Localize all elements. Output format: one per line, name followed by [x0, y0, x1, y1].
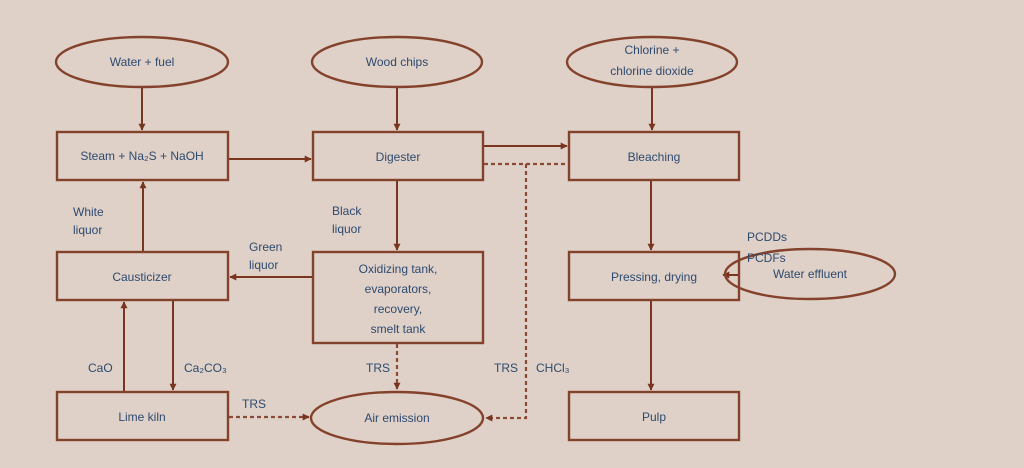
label-white-liquor-1: White [73, 205, 104, 219]
edges [120, 88, 740, 391]
label-green-liquor-2: liquor [249, 258, 278, 272]
node-oxidizing-label-2: evaporators, [365, 282, 432, 296]
node-water-fuel-label: Water + fuel [110, 55, 175, 69]
node-oxidizing-label-3: recovery, [374, 302, 422, 316]
node-pulp-label: Pulp [642, 410, 666, 424]
node-chlorine: Chlorine + chlorine dioxide [565, 35, 739, 89]
node-digester: Digester [311, 130, 485, 182]
edge-bleach-to-air-emission [485, 164, 528, 422]
node-lime-kiln: Lime kiln [55, 390, 230, 442]
label-trs-lime-kiln: TRS [242, 397, 266, 411]
node-causticizer-label: Causticizer [112, 270, 171, 284]
node-bleaching-label: Bleaching [628, 150, 681, 164]
node-water-fuel: Water + fuel [54, 35, 230, 89]
label-cao: CaO [88, 361, 113, 375]
label-trs-oxidizing: TRS [366, 361, 390, 375]
node-causticizer: Causticizer [55, 250, 230, 302]
label-trs-digester: TRS [494, 361, 518, 375]
node-pressing-label: Pressing, drying [611, 270, 697, 284]
label-pcdfs: PCDFs [747, 251, 786, 265]
label-black-liquor-1: Black [332, 204, 362, 218]
edge-labels: Black liquor Green liquor White liquor C… [73, 204, 787, 411]
node-air-emission: Air emission [309, 390, 485, 446]
dashed-edges [229, 162, 568, 422]
node-chlorine-label-2: chlorine dioxide [610, 64, 694, 78]
label-pcdds: PCDDs [747, 230, 787, 244]
label-chcl3: CHCl₃ [536, 361, 570, 375]
label-ca2co3: Ca₂CO₃ [184, 361, 227, 375]
node-wood-chips-label: Wood chips [366, 55, 428, 69]
node-wood-chips: Wood chips [310, 35, 484, 89]
node-chlorine-label-1: Chlorine + [624, 43, 679, 57]
node-steam-label: Steam + Na₂S + NaOH [80, 149, 203, 163]
node-bleaching: Bleaching [567, 130, 741, 182]
node-digester-label: Digester [376, 150, 421, 164]
label-black-liquor-2: liquor [332, 222, 361, 236]
node-oxidizing: Oxidizing tank, evaporators, recovery, s… [311, 250, 485, 345]
node-oxidizing-label-4: smelt tank [371, 322, 427, 336]
node-oxidizing-label-1: Oxidizing tank, [359, 262, 438, 276]
node-water-effluent-label: Water effluent [773, 267, 848, 281]
node-air-emission-label: Air emission [364, 411, 429, 425]
label-green-liquor-1: Green [249, 240, 282, 254]
node-pulp: Pulp [567, 390, 741, 442]
node-lime-kiln-label: Lime kiln [118, 410, 165, 424]
node-steam: Steam + Na₂S + NaOH [55, 130, 230, 182]
node-water-effluent: Water effluent [723, 247, 897, 301]
node-pressing: Pressing, drying [567, 250, 741, 302]
label-white-liquor-2: liquor [73, 223, 102, 237]
